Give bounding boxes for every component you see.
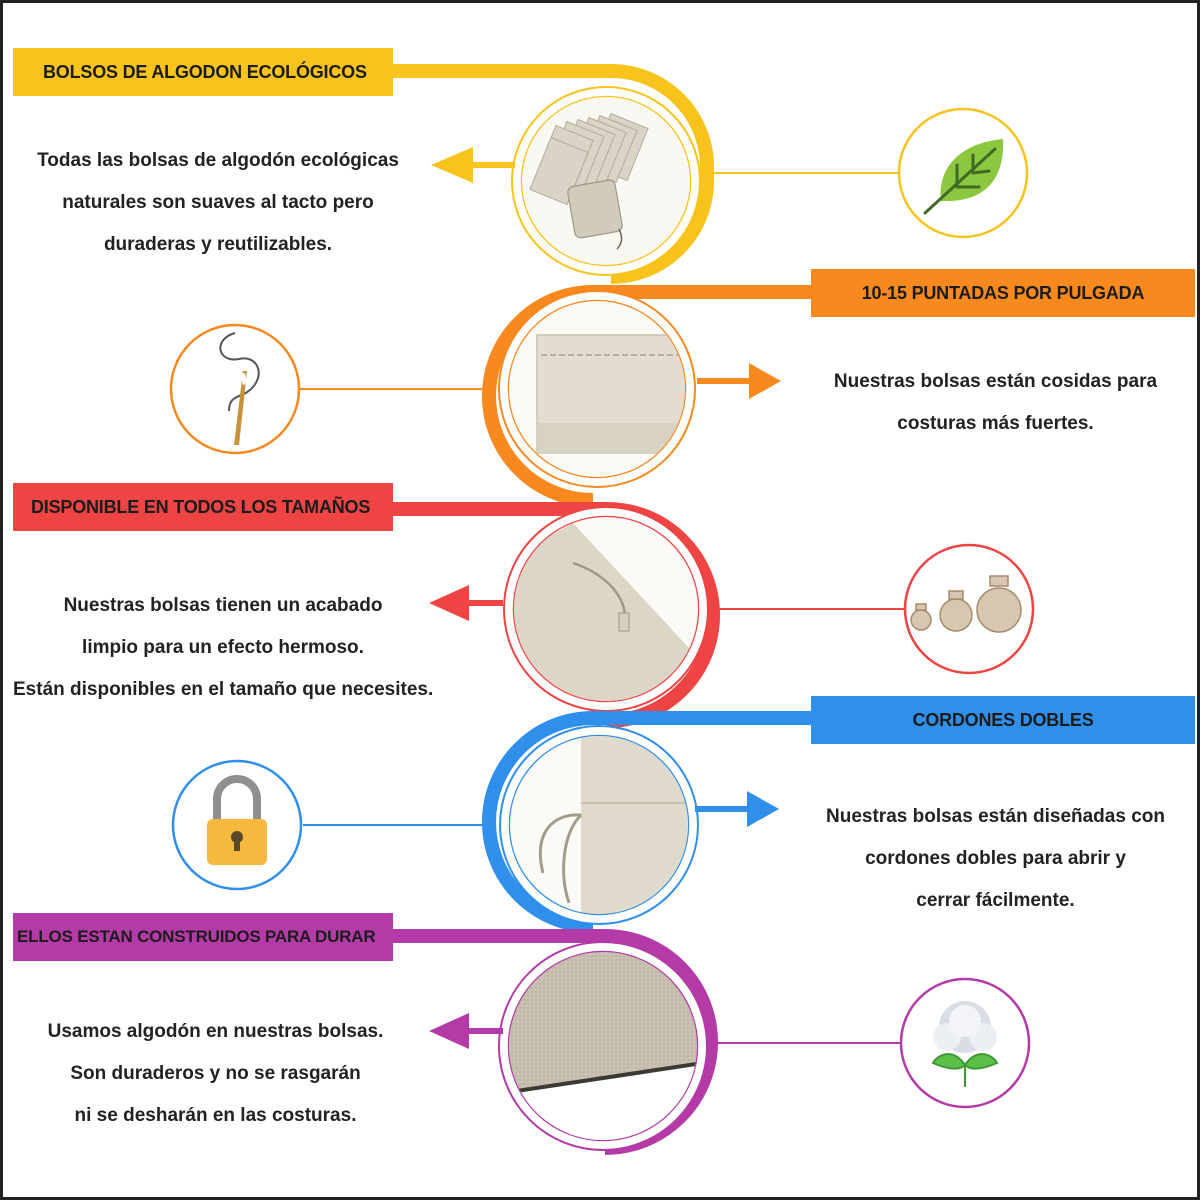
- banner-title: ELLOS ESTAN CONSTRUIDOS PARA DURAR: [17, 927, 376, 946]
- description-line: ni se desharán en las costuras.: [74, 1105, 357, 1126]
- description-line: Todas las bolsas de algodón ecológicas: [37, 150, 399, 171]
- description-line: Nuestras bolsas están cosidas para: [833, 371, 1158, 392]
- description-section-5: Usamos algodón en nuestras bolsas. Son d…: [23, 1011, 408, 1137]
- description-line: cerrar fácilmente.: [916, 890, 1075, 911]
- banner-title: DISPONIBLE EN TODOS LOS TAMAÑOS: [31, 496, 371, 517]
- description-section-4: Nuestras bolsas están diseñadas con cord…: [803, 796, 1188, 922]
- banner-title: 10-15 PUNTADAS POR PULGADA: [861, 282, 1145, 303]
- bag-sizes-icon: [910, 575, 1022, 633]
- infographic-graphics: [169, 64, 1035, 1155]
- banner-section-1: BOLSOS DE ALGODON ECOLÓGICOS: [13, 48, 393, 96]
- description-section-3: Nuestras bolsas tienen un acabado limpio…: [13, 585, 433, 711]
- banner-section-2: 10-15 PUNTADAS POR PULGADA: [811, 269, 1195, 317]
- description-line: cordones dobles para abrir y: [865, 848, 1126, 869]
- description-line: costuras más fuertes.: [897, 413, 1094, 434]
- description-line: Usamos algodón en nuestras bolsas.: [47, 1021, 384, 1042]
- bag-seam-photo: [509, 301, 685, 477]
- cotton-plant-icon: [931, 1001, 999, 1087]
- needle-thread-icon: [219, 332, 260, 445]
- padlock-icon: [207, 775, 267, 865]
- banner-title: CORDONES DOBLES: [912, 709, 1094, 730]
- banner-title: BOLSOS DE ALGODON ECOLÓGICOS: [43, 61, 367, 82]
- description-line: duraderas y reutilizables.: [103, 234, 333, 255]
- description-line: limpio para un efecto hermoso.: [82, 637, 364, 658]
- description-line: Nuestras bolsas tienen un acabado: [63, 595, 383, 616]
- section-5-graphics: [391, 929, 1031, 1155]
- description-section-2: Nuestras bolsas están cosidas para costu…: [803, 361, 1188, 445]
- drawstring-bag-photo: [514, 517, 698, 701]
- section-1-graphics: [391, 64, 1029, 284]
- description-line: Están disponibles en el tamaño que neces…: [13, 679, 434, 700]
- double-drawstring-photo: [510, 736, 688, 914]
- description-line: Son duraderos y no se rasgarán: [70, 1063, 361, 1084]
- leaf-icon: [923, 139, 1004, 215]
- description-section-1: Todas las bolsas de algodón ecológicas n…: [23, 140, 413, 266]
- banner-section-5: ELLOS ESTAN CONSTRUIDOS PARA DURAR: [13, 913, 393, 961]
- description-line: Nuestras bolsas están diseñadas con: [826, 806, 1165, 827]
- section-3-graphics: [391, 502, 1035, 728]
- section-2-graphics: [169, 285, 813, 507]
- banner-section-4: CORDONES DOBLES: [811, 696, 1195, 744]
- description-line: naturales son suaves al tacto pero: [62, 192, 374, 213]
- section-4-graphics: [171, 711, 813, 933]
- stacked-cotton-bags-photo: [522, 97, 690, 265]
- banner-section-3: DISPONIBLE EN TODOS LOS TAMAÑOS: [13, 483, 393, 531]
